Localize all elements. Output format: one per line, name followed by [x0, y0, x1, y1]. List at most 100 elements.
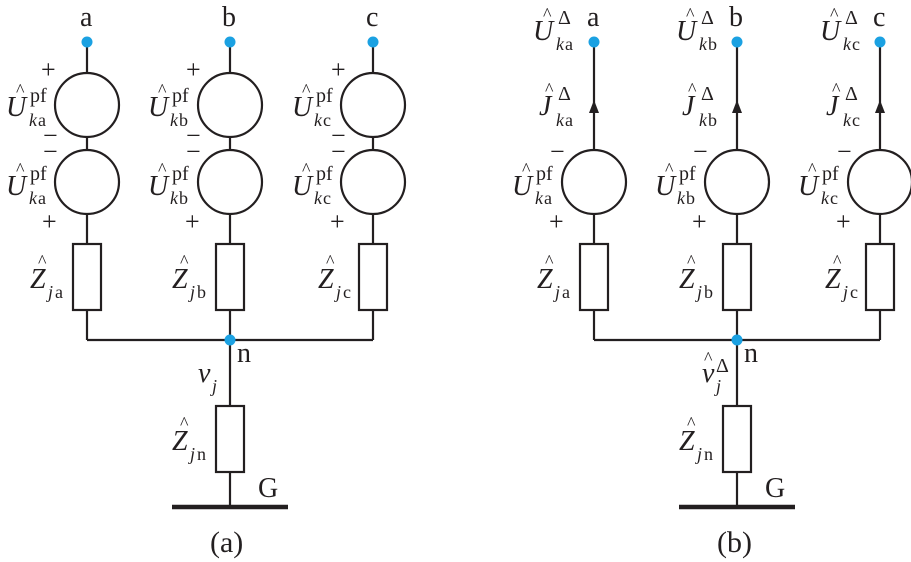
svg-text:pf: pf — [30, 85, 47, 107]
source-c — [846, 148, 911, 216]
svg-text:c: c — [830, 188, 838, 208]
source-a — [560, 148, 628, 216]
label-impedance-a: Z ^ j a — [30, 251, 63, 302]
svg-text:j: j — [188, 282, 195, 302]
svg-text:pf: pf — [172, 85, 189, 107]
label-impedance-b: Z ^ j b — [679, 251, 713, 302]
svg-text:Z: Z — [30, 264, 46, 295]
svg-text:a: a — [544, 188, 552, 208]
label-node-voltage-a: U ^ Δ k a — [533, 4, 573, 54]
svg-text:c: c — [323, 110, 331, 130]
svg-text:pf: pf — [172, 163, 189, 185]
svg-text:k: k — [170, 188, 179, 208]
svg-text:Z: Z — [172, 426, 188, 457]
svg-text:Δ: Δ — [558, 7, 571, 29]
svg-text:^: ^ — [808, 159, 817, 179]
caption-b: (b) — [717, 526, 752, 559]
caption-a: (a) — [210, 526, 243, 559]
svg-text:+: + — [41, 55, 56, 84]
svg-text:^: ^ — [302, 159, 311, 179]
label-neutral-voltage: v ^ Δ j — [702, 348, 729, 396]
svg-text:+: + — [331, 55, 346, 84]
svg-text:a: a — [565, 110, 573, 130]
svg-text:k: k — [677, 188, 686, 208]
svg-text:j: j — [188, 444, 195, 464]
svg-text:pf: pf — [536, 163, 553, 185]
label-node-b: b — [729, 2, 743, 33]
svg-text:pf: pf — [316, 163, 333, 185]
svg-text:−: − — [186, 121, 201, 150]
label-node-voltage-b: U ^ Δ k b — [676, 4, 717, 54]
label-source-a: − U ^ pf k a + — [512, 137, 565, 236]
svg-text:j: j — [210, 376, 217, 396]
label-node-c: c — [873, 2, 885, 33]
svg-text:c: c — [852, 110, 860, 130]
svg-text:^: ^ — [830, 4, 839, 24]
svg-text:Z: Z — [679, 264, 695, 295]
svg-text:+: + — [42, 207, 57, 236]
svg-text:^: ^ — [687, 413, 696, 433]
svg-text:v: v — [198, 358, 211, 389]
svg-text:−: − — [837, 137, 852, 166]
svg-text:b: b — [197, 282, 206, 302]
label-source-c: − U ^ pf k c + — [798, 137, 852, 236]
label-current-b: J ^ Δ k b — [682, 79, 717, 130]
svg-text:a: a — [562, 282, 570, 302]
svg-text:k: k — [699, 110, 708, 130]
svg-text:+: + — [186, 55, 201, 84]
svg-text:^: ^ — [180, 413, 189, 433]
svg-text:−: − — [186, 137, 201, 166]
svg-text:^: ^ — [38, 251, 47, 271]
source-upper-b — [196, 71, 264, 139]
source-lower-c — [339, 148, 407, 216]
svg-text:pf: pf — [30, 163, 47, 185]
source-upper-c — [339, 71, 407, 139]
svg-text:−: − — [331, 121, 346, 150]
svg-text:j: j — [553, 282, 560, 302]
svg-text:k: k — [535, 188, 544, 208]
svg-text:Z: Z — [679, 426, 695, 457]
label-ground: G — [258, 473, 278, 504]
svg-text:k: k — [29, 110, 38, 130]
svg-text:pf: pf — [679, 163, 696, 185]
svg-text:b: b — [179, 188, 188, 208]
svg-text:U: U — [655, 171, 677, 202]
svg-text:n: n — [704, 444, 713, 464]
impedance-a — [71, 242, 103, 312]
node-a — [81, 36, 93, 48]
label-impedance-c: Z ^ j c — [825, 251, 858, 302]
source-lower-b — [196, 148, 264, 216]
label-ground: G — [765, 473, 785, 504]
svg-text:k: k — [556, 110, 565, 130]
label-impedance-neutral: Z ^ j n — [679, 413, 713, 464]
current-arrow-c — [875, 100, 885, 113]
node-a — [588, 36, 600, 48]
svg-text:a: a — [55, 282, 63, 302]
svg-text:k: k — [29, 188, 38, 208]
label-upper-source-b: + U ^ pf k b − — [148, 55, 201, 150]
svg-text:c: c — [323, 188, 331, 208]
svg-text:+: + — [836, 207, 851, 236]
svg-text:k: k — [314, 110, 323, 130]
label-node-b: b — [222, 2, 236, 33]
svg-text:U: U — [148, 171, 170, 202]
svg-text:c: c — [852, 34, 860, 54]
svg-text:n: n — [197, 444, 206, 464]
svg-text:−: − — [550, 137, 565, 166]
impedance-neutral — [721, 404, 753, 474]
svg-text:^: ^ — [158, 80, 167, 100]
svg-text:b: b — [686, 188, 695, 208]
current-arrow-b — [732, 100, 742, 113]
svg-text:Δ: Δ — [716, 355, 729, 377]
label-lower-source-b: − U ^ pf k b + — [148, 137, 201, 236]
svg-text:Δ: Δ — [558, 83, 571, 105]
node-b — [224, 36, 236, 48]
svg-text:k: k — [843, 110, 852, 130]
svg-text:^: ^ — [665, 159, 674, 179]
node-n — [224, 334, 236, 346]
svg-text:U: U — [6, 171, 28, 202]
svg-text:Δ: Δ — [701, 83, 714, 105]
label-neutral-voltage: v j — [198, 358, 217, 396]
svg-text:U: U — [6, 92, 28, 123]
svg-text:U: U — [533, 16, 555, 47]
